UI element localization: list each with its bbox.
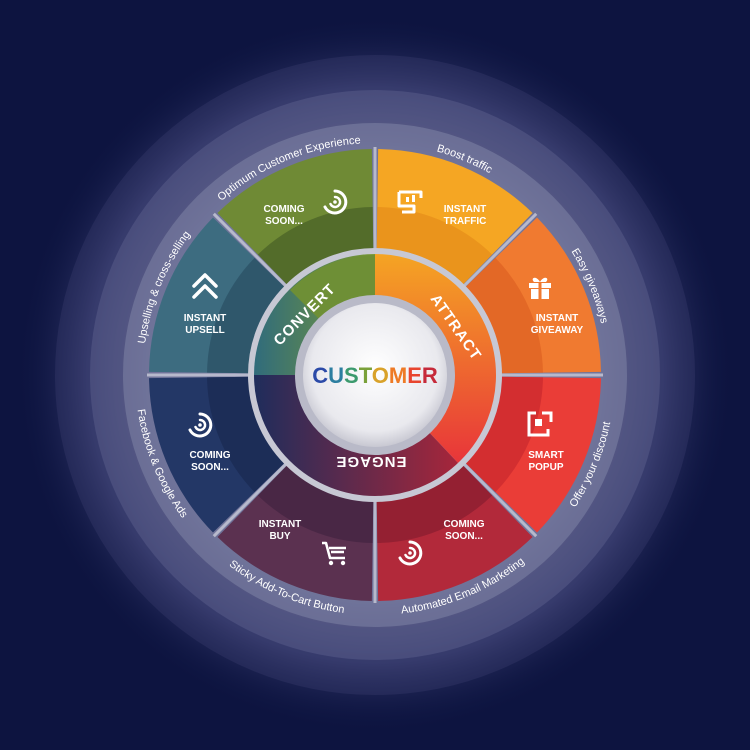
segment-popup-label-line: POPUP [528, 462, 563, 473]
segment-upsell-label-line: UPSELL [185, 325, 224, 336]
center-title-letter: R [422, 363, 438, 388]
center-title-letter: M [389, 363, 407, 388]
segment-optimum-band [257, 207, 374, 288]
gift-icon [529, 277, 551, 299]
segment-email: COMINGSOON... [376, 462, 533, 601]
segment-ads-label-line: COMING [189, 450, 230, 461]
coming-soon-icon [323, 189, 348, 215]
segment-giveaway-band [462, 257, 543, 374]
segments-layer: COMINGSOON...INSTANTTRAFFICINSTANTGIVEAW… [147, 147, 603, 603]
segment-divider [458, 458, 538, 538]
center-title-letter: U [328, 363, 344, 388]
segment-giveaway-label-line: INSTANT [536, 313, 579, 324]
segment-traffic-band [376, 207, 493, 288]
segment-giveaway-label-line: GIVEAWAY [531, 325, 584, 336]
traffic-icon [397, 190, 423, 214]
center-title-letter: E [407, 363, 422, 388]
segment-optimum: COMINGSOON... [217, 149, 374, 288]
segment-ads: COMINGSOON... [149, 376, 288, 533]
segment-optimum-label-line: SOON... [265, 216, 303, 227]
segment-buy-label-line: INSTANT [259, 519, 302, 530]
center-title-letter: C [312, 363, 328, 388]
inner-ring [248, 248, 502, 502]
upsell-icon [192, 273, 218, 299]
popup-icon [527, 411, 553, 437]
center-title: CUSTOMER [312, 363, 438, 388]
center-title-letter: T [359, 363, 373, 388]
segment-popup-band [462, 376, 543, 493]
hub [303, 303, 447, 447]
coming-soon-icon [188, 412, 213, 438]
segment-optimum-label-line: COMING [263, 204, 304, 215]
segment-ads-band [207, 376, 288, 493]
segment-traffic-label-line: TRAFFIC [444, 216, 487, 227]
segment-email-label-line: SOON... [445, 531, 483, 542]
segment-divider [212, 212, 292, 292]
cart-icon [322, 541, 346, 566]
segment-ads-label-line: SOON... [191, 462, 229, 473]
segment-email-label-line: COMING [443, 519, 484, 530]
segment-popup-label-line: SMART [528, 450, 564, 461]
stage-engage: ENGAGE [335, 453, 406, 470]
center-title-letter: S [344, 363, 359, 388]
segment-buy-band [257, 462, 374, 543]
segment-traffic-label-line: INSTANT [444, 204, 487, 215]
segment-email-band [376, 462, 493, 543]
coming-soon-icon [398, 540, 423, 566]
center-title-letter: O [372, 363, 389, 388]
segment-buy-label-line: BUY [269, 531, 290, 542]
segment-divider [458, 212, 538, 292]
segment-upsell-band [207, 257, 288, 374]
segment-divider [212, 458, 292, 538]
segment-upsell-label-line: INSTANT [184, 313, 227, 324]
